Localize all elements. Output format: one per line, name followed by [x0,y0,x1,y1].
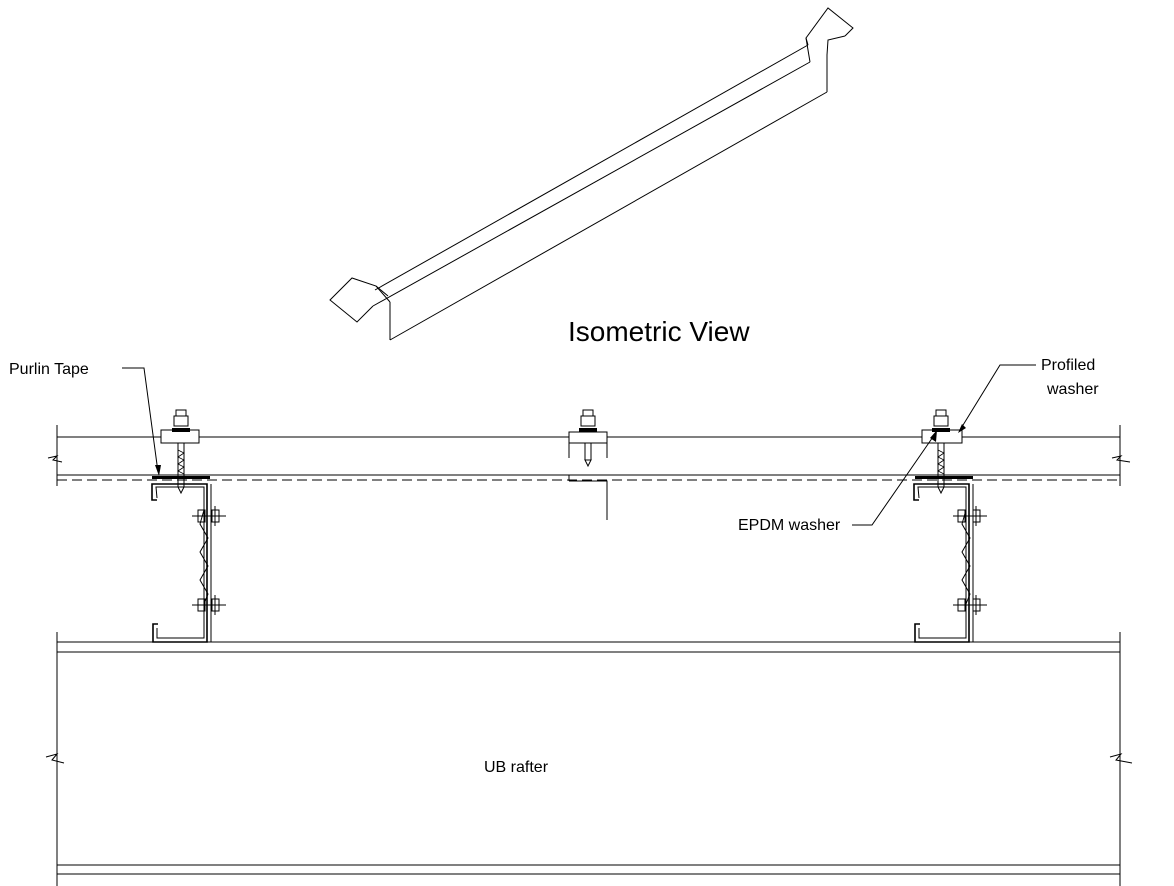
isometric-purlin-spacer [329,7,854,341]
epdm-washer-arrowhead [930,430,937,442]
epdm-washer-leader [852,433,936,526]
left-purlin-tape [152,476,210,479]
epdm-washer-label: EPDM washer [738,517,841,534]
right-fastener [921,409,963,495]
break-symbol-left-sheet [47,455,63,463]
profiled-washer-arrowhead [958,424,966,433]
right-purlin-tape [915,476,973,479]
ub-rafter-label: UB rafter [484,759,549,776]
purlin-tape-leader [122,367,159,473]
left-lower-bolt [192,595,226,615]
right-upper-bolt [953,506,987,526]
left-purlin-and-cleat [151,483,226,643]
profiled-washer-leader [959,364,1036,431]
purlin-tape-label: Purlin Tape [9,361,89,378]
middle-fastener [568,409,608,520]
left-fastener [160,409,200,495]
profiled-washer-label-line2: washer [1046,381,1099,398]
purlin-tape-arrowhead [155,465,161,476]
right-purlin-and-cleat [913,483,987,643]
break-symbol-right-sheet [1111,455,1131,463]
isometric-view-title: Isometric View [568,316,750,347]
right-lower-bolt [953,595,987,615]
profiled-washer-label-line1: Profiled [1041,357,1095,374]
break-symbol-left-rafter [45,753,65,764]
ub-rafter [56,632,1121,886]
left-upper-bolt [192,506,226,526]
break-symbol-right-rafter [1109,753,1133,764]
